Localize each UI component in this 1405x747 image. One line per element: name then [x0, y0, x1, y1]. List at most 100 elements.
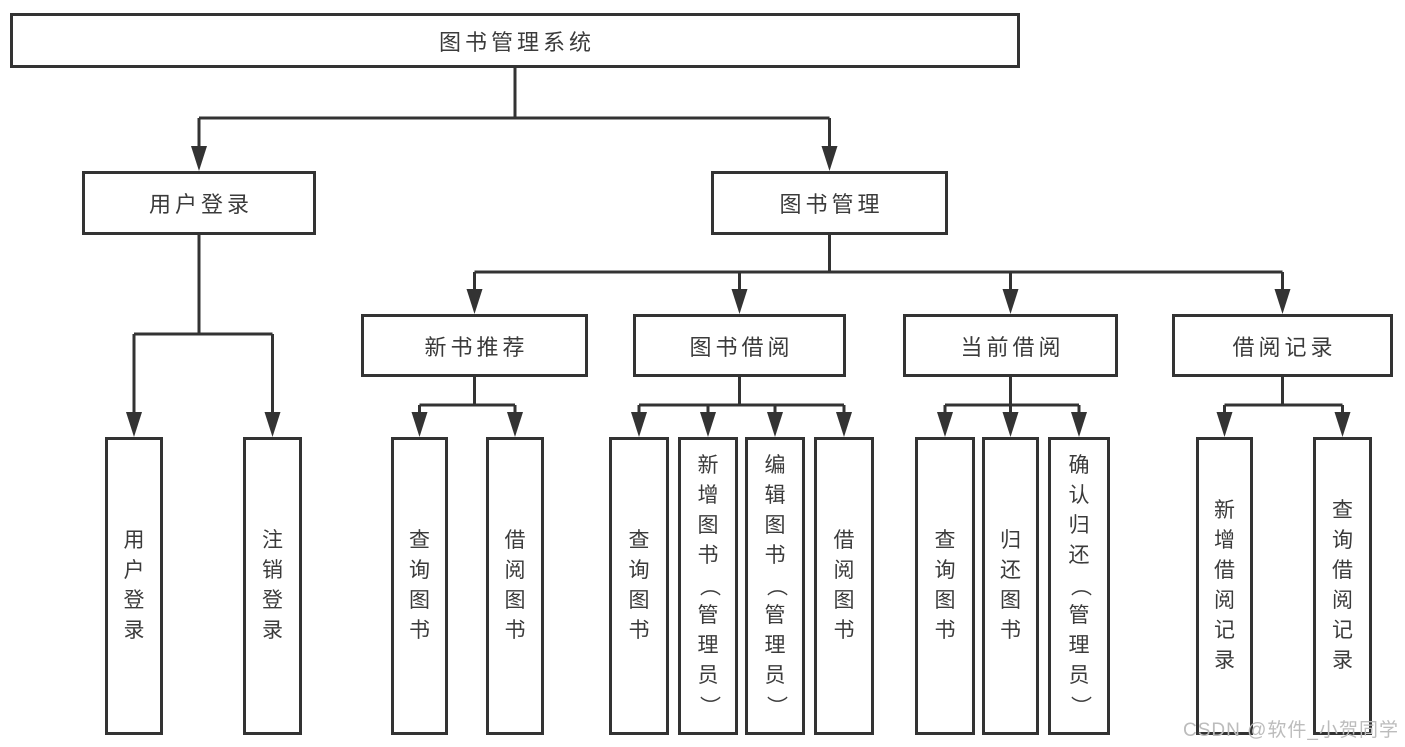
node-label-char: 借 [1332, 559, 1353, 582]
node-leaf-rec-add: 新增借阅记录 [1196, 437, 1253, 735]
node-recordscat: 借阅记录 [1172, 314, 1393, 377]
node-label: 借阅记录 [1232, 334, 1337, 360]
node-label-char: 图 [504, 589, 526, 612]
node-label-char: 管 [697, 604, 719, 627]
node-label-char: 销 [262, 559, 283, 582]
arrowhead-icon [836, 412, 852, 437]
node-label-char: 新 [1214, 499, 1235, 522]
node-label-char: 增 [1214, 529, 1235, 552]
node-label-char: 记 [1332, 619, 1353, 642]
node-label-char: 户 [123, 559, 145, 582]
node-label-char: 书 [504, 619, 526, 642]
arrowhead-icon [1002, 289, 1019, 314]
node-label-char: 编 [764, 454, 786, 477]
node-label-char: 录 [1332, 649, 1353, 672]
node-label-char: 确 [1068, 454, 1090, 477]
node-label-char: ） [697, 695, 720, 717]
node-label-char: 阅 [1214, 589, 1235, 612]
node-label-char: 图 [833, 589, 855, 612]
arrowhead-icon [191, 146, 207, 171]
node-label-char: 借 [833, 529, 855, 552]
node-label: 用户登录 [148, 192, 253, 217]
node-label-char: 认 [1068, 484, 1090, 507]
node-label-char: 借 [504, 529, 526, 552]
node-label: 图书借阅 [689, 334, 794, 360]
watermark: CSDN @软件_小贺同学 [1183, 720, 1399, 741]
node-label-char: 借 [1214, 559, 1235, 582]
node-leaf-bb-add: 新增图书（管理员） [678, 437, 738, 735]
node-leaf-nb-borrow: 借阅图书 [486, 437, 544, 735]
node-label-char: 理 [697, 634, 719, 657]
arrowhead-icon [1274, 289, 1291, 314]
node-label-char: 询 [628, 559, 650, 582]
node-label-char: 用 [123, 529, 145, 552]
arrowhead-icon [507, 412, 523, 437]
arrowhead-icon [264, 412, 281, 437]
arrowhead-icon [700, 412, 716, 437]
node-label-char: 员 [1068, 664, 1090, 687]
node-leaf-cb-return: 归还图书 [982, 437, 1039, 735]
node-label-char: 阅 [1332, 589, 1353, 612]
node-label-char: 书 [764, 544, 786, 567]
node-label-char: 查 [409, 529, 430, 552]
node-label-char: （ [1068, 575, 1091, 597]
arrowhead-icon [411, 412, 428, 437]
node-label-char: （ [697, 575, 720, 597]
node-label-char: ） [764, 695, 787, 717]
node-leaf-rec-query: 查询借阅记录 [1313, 437, 1372, 735]
node-label: 当前借阅 [960, 334, 1065, 360]
arrowhead-icon [731, 289, 748, 314]
node-label-char: 书 [1000, 619, 1021, 642]
node-label-char: 书 [697, 544, 719, 567]
node-label-char: 书 [409, 619, 430, 642]
node-label-char: 还 [1068, 544, 1090, 567]
node-leaf-user-login: 用户登录 [105, 437, 163, 735]
node-label-char: 图 [628, 589, 650, 612]
arrowhead-icon [466, 289, 483, 314]
arrowhead-icon [937, 412, 953, 437]
node-label-char: 书 [833, 619, 855, 642]
node-borrowcat: 图书借阅 [633, 314, 846, 377]
node-label-char: 阅 [833, 559, 855, 582]
node-label-char: 管 [1068, 604, 1090, 627]
node-label-char: 新 [697, 454, 719, 477]
node-label-char: 归 [1000, 529, 1021, 552]
node-label: 图书管理 [779, 192, 884, 217]
arrowhead-icon [126, 412, 142, 437]
node-label-char: 归 [1068, 514, 1090, 537]
node-leaf-bb-edit: 编辑图书（管理员） [745, 437, 805, 735]
node-label-char: 增 [697, 484, 719, 507]
node-label-char: 图 [934, 589, 956, 612]
node-label-char: 员 [764, 664, 786, 687]
node-label-char: ） [1068, 695, 1091, 717]
node-currentcat: 当前借阅 [903, 314, 1118, 377]
node-label-char: 询 [1332, 529, 1353, 552]
node-label: 新书推荐 [424, 334, 529, 360]
node-leaf-nb-query: 查询图书 [391, 437, 448, 735]
node-label-char: 注 [262, 529, 283, 552]
arrowhead-icon [631, 412, 647, 437]
node-label-char: 查 [628, 529, 650, 552]
node-label-char: 登 [123, 589, 145, 612]
node-label-char: 书 [628, 619, 650, 642]
node-leaf-logout: 注销登录 [243, 437, 302, 735]
node-leaf-cb-query: 查询图书 [915, 437, 975, 735]
arrowhead-icon [1002, 412, 1019, 437]
node-leaf-bb-query: 查询图书 [609, 437, 669, 735]
node-label-char: 查 [1332, 499, 1353, 522]
node-label-char: 记 [1214, 619, 1235, 642]
node-mgmt: 图书管理 [711, 171, 948, 235]
node-label-char: 录 [123, 619, 145, 642]
node-leaf-cb-confirm: 确认归还 （ 管理员 ） [1048, 437, 1110, 735]
node-label-char: 图 [764, 514, 786, 537]
node-label-char: 理 [764, 634, 786, 657]
node-label-char: 询 [934, 559, 956, 582]
node-label-char: 理 [1068, 634, 1090, 657]
arrowhead-icon [1334, 412, 1351, 437]
arrowhead-icon [1216, 412, 1233, 437]
node-label-char: 还 [1000, 559, 1021, 582]
arrowhead-icon [1071, 412, 1087, 437]
node-label-char: 员 [697, 664, 719, 687]
node-label-char: 管 [764, 604, 786, 627]
